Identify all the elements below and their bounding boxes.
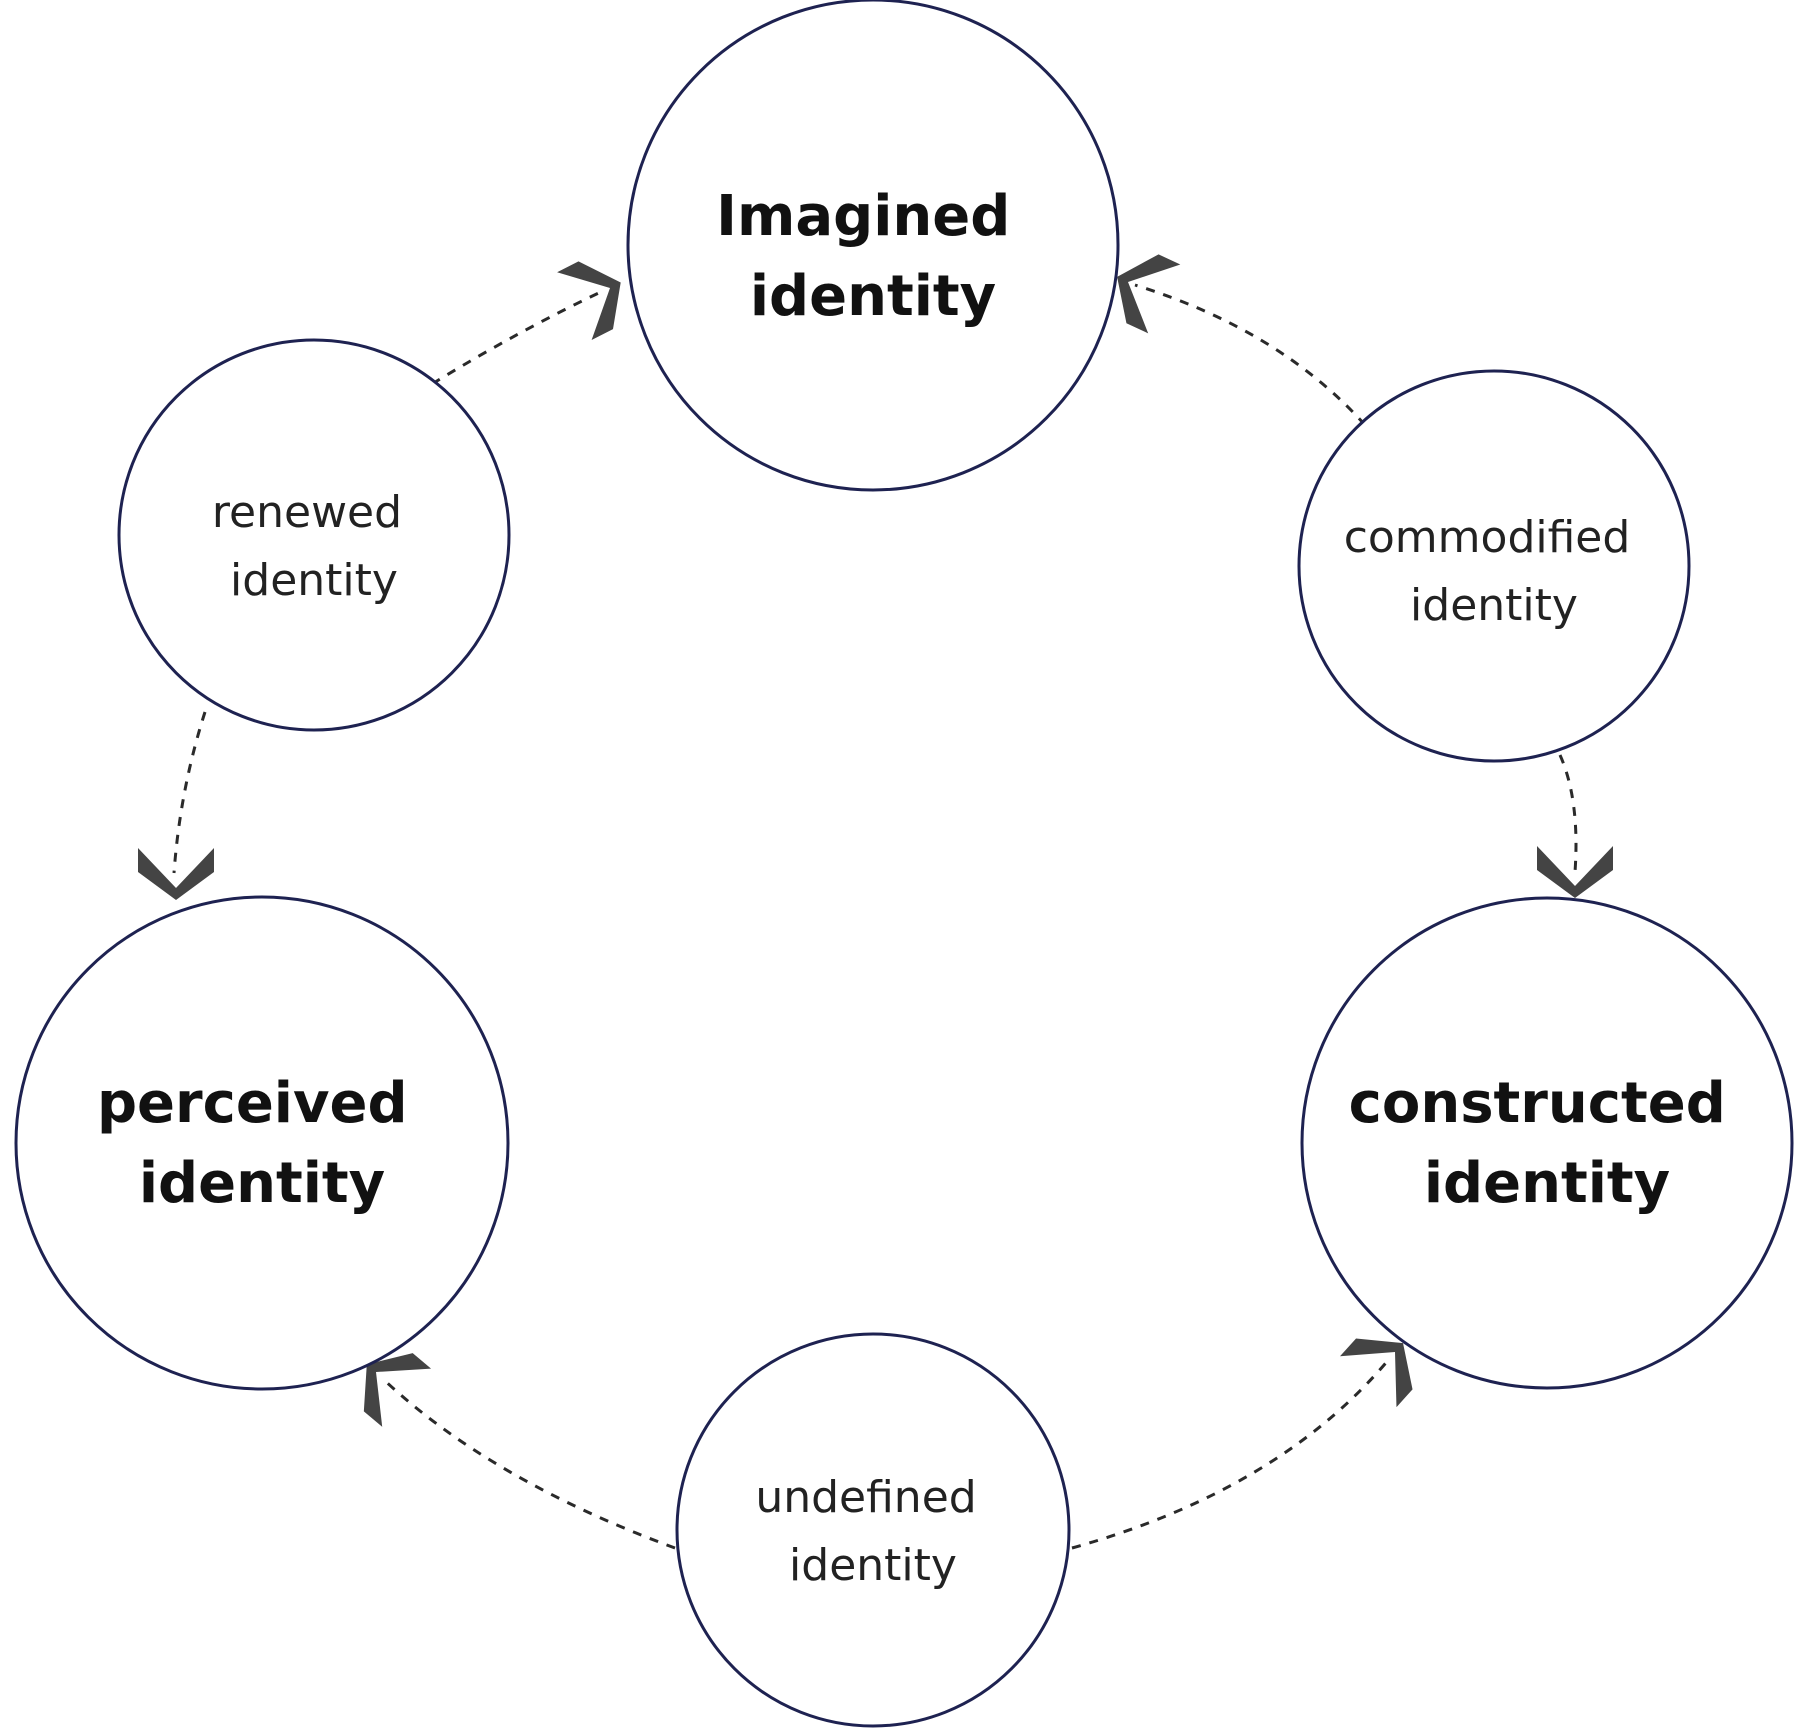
edge-commodified-to-constructed <box>1558 754 1578 873</box>
node-commodified-line-2: identity <box>1410 580 1578 631</box>
svg-text:undefined identity: undefined identity <box>755 1472 990 1591</box>
node-constructed-identity: constructed identity <box>1300 896 1794 1390</box>
node-commodified-identity: commodified identity <box>1297 369 1691 763</box>
arrowhead-into-imagined-left <box>557 261 621 341</box>
arrowhead-into-perceived-bottom <box>363 1353 432 1427</box>
node-undefined-identity: undefined identity <box>675 1332 1071 1728</box>
svg-text:perceived identity: perceived identity <box>97 1071 427 1216</box>
node-renewed-line-1: renewed <box>212 487 402 538</box>
node-undefined-line-1: undefined <box>755 1472 976 1523</box>
node-constructed-line-1: constructed <box>1349 1071 1726 1136</box>
node-imagined-identity: Imagined identity <box>626 0 1120 492</box>
node-imagined-line-2: identity <box>750 264 996 329</box>
node-renewed-line-2: identity <box>230 555 398 606</box>
node-imagined-line-1: Imagined <box>716 184 1010 249</box>
node-constructed-line-2: identity <box>1424 1151 1670 1216</box>
svg-text:constructed identity: constructed identity <box>1349 1071 1746 1216</box>
node-commodified-line-1: commodified <box>1344 512 1631 563</box>
arrowhead-into-perceived-top <box>138 848 214 900</box>
edge-renewed-to-perceived <box>172 711 207 874</box>
node-renewed-identity: renewed identity <box>117 338 511 732</box>
node-undefined-line-2: identity <box>789 1540 957 1591</box>
arrowhead-into-constructed-top <box>1537 846 1613 898</box>
edge-renewed-to-imagined <box>431 288 606 386</box>
svg-text:Imagined identity: Imagined identity <box>716 184 1030 329</box>
svg-text:commodified identity: commodified identity <box>1344 512 1645 631</box>
edge-undefined-to-constructed <box>1071 1357 1392 1550</box>
svg-text:renewed identity: renewed identity <box>212 487 416 606</box>
arrowhead-into-imagined-right <box>1117 254 1181 334</box>
node-perceived-line-2: identity <box>139 1151 385 1216</box>
edge-undefined-to-perceived <box>380 1376 676 1550</box>
arrowhead-into-constructed-bottom <box>1339 1338 1413 1408</box>
node-perceived-identity: perceived identity <box>14 895 510 1391</box>
edge-commodified-to-imagined <box>1134 283 1367 427</box>
node-perceived-line-1: perceived <box>97 1071 408 1136</box>
